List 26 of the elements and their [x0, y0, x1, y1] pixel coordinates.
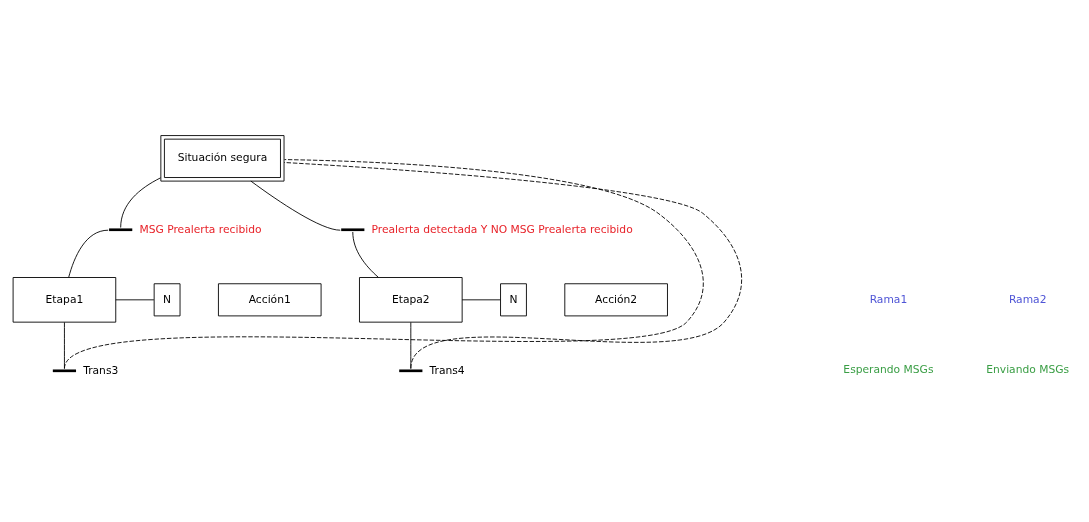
- node-bar: [109, 228, 133, 232]
- label: Esperando MSGs: [843, 363, 934, 377]
- label: Rama1: [869, 292, 908, 306]
- node-label: Prealerta detectada Y NO MSG Prealerta recibido: [371, 222, 633, 236]
- node-bar: [341, 228, 365, 232]
- node-box: Etapa2: [359, 277, 463, 323]
- node-label: Trans3: [83, 363, 119, 377]
- connector: [64, 159, 704, 369]
- node-label: MSG Prealerta recibido: [139, 222, 262, 236]
- label: Rama2: [1008, 292, 1047, 306]
- node-bar: [52, 369, 77, 373]
- connector: [115, 299, 155, 301]
- connector: [120, 177, 162, 228]
- node-box: Acción2: [564, 283, 668, 317]
- node-box: N: [500, 283, 527, 317]
- node-bar: [399, 369, 423, 373]
- node-label: Trans4: [429, 363, 465, 377]
- connector: [68, 229, 109, 278]
- node-box: N: [153, 283, 181, 317]
- node-box: Etapa1: [12, 277, 117, 323]
- connector: [250, 180, 341, 231]
- label: Enviando MSGs: [986, 363, 1070, 377]
- node-box: Acción1: [218, 283, 322, 317]
- connector: [352, 231, 379, 278]
- connector: [283, 162, 742, 369]
- connector: [461, 299, 501, 301]
